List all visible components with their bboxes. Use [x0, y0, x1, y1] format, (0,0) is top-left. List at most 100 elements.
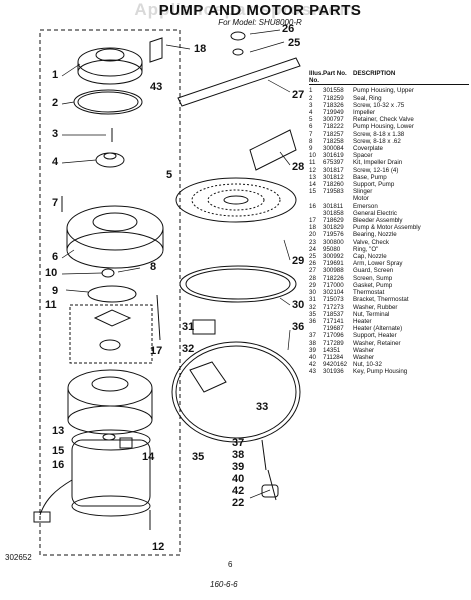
column-description: DESCRIPTION [353, 70, 396, 77]
row-part-no: 300797 [323, 116, 344, 124]
row-description: Base, Pump [353, 173, 387, 181]
row-description: Bleeder Assembly [353, 217, 403, 225]
row-part-no: 718629 [323, 217, 344, 225]
lower-spray-arm [177, 57, 301, 107]
row-illus-no: 10 [309, 152, 316, 160]
callout-31: 31 [182, 321, 195, 333]
callout-13: 13 [52, 425, 65, 437]
row-illus-no: 35 [309, 310, 316, 318]
row-illus-no: 13 [309, 173, 316, 181]
row-description: Valve, Check [353, 238, 389, 246]
row-part-no: 301858 [323, 209, 344, 217]
row-part-no: 718260 [323, 181, 344, 189]
row-description: Bearing, Nozzle [353, 231, 397, 239]
row-part-no: 301558 [323, 87, 344, 95]
impeller-drain-kit [69, 304, 153, 364]
row-description: Support, Pump [353, 181, 395, 189]
row-part-no: 711284 [323, 353, 344, 361]
callout-25: 25 [288, 37, 301, 49]
page-subtitle: For Model: SHU8000-R [218, 18, 302, 27]
row-part-no: 719687 [323, 325, 344, 333]
row-description: Motor [353, 195, 369, 203]
callout-35: 35 [192, 451, 205, 463]
row-illus-no: 36 [309, 317, 316, 325]
row-part-no: 301936 [323, 368, 344, 376]
row-illus-no: 43 [309, 368, 316, 376]
row-illus-no: 30 [309, 289, 316, 297]
spacer [101, 268, 115, 278]
callout-40: 40 [232, 473, 245, 485]
callout-30: 30 [292, 299, 305, 311]
callout-10: 10 [45, 267, 58, 279]
column-illus-no: Illus. No. [309, 70, 324, 85]
row-part-no: 300992 [323, 253, 344, 261]
row-part-no: 719691 [323, 260, 344, 268]
callout-22: 22 [232, 497, 245, 509]
row-illus-no: 4 [309, 109, 313, 117]
callout-32: 32 [182, 343, 195, 355]
row-part-no: 675397 [323, 159, 344, 167]
row-illus-no: 17 [309, 217, 316, 225]
callout-16: 16 [52, 459, 65, 471]
row-part-no: 717141 [323, 317, 344, 325]
row-part-no: 718222 [323, 123, 344, 131]
slinger [102, 433, 116, 441]
row-illus-no: 29 [309, 281, 316, 289]
thermostat [189, 361, 227, 393]
row-description: Coverplate [353, 145, 383, 153]
row-description: Nut, 10-32 [353, 361, 382, 369]
row-part-no: 718258 [323, 137, 344, 145]
row-part-no: 717273 [323, 303, 344, 311]
row-part-no: 717289 [323, 339, 344, 347]
callout-4: 4 [52, 156, 59, 168]
row-description: Screw, 10-32 x .75 [353, 101, 405, 109]
callout-6: 6 [52, 251, 59, 263]
row-illus-no: 23 [309, 238, 316, 246]
callout-39: 39 [232, 461, 245, 473]
callout-27: 27 [292, 89, 305, 101]
footer-print-code: 160-6-6 [210, 580, 238, 589]
callout-12: 12 [152, 541, 165, 553]
nozzle-ring [232, 48, 244, 56]
callout-37: 37 [232, 437, 245, 449]
row-illus-no [309, 210, 323, 217]
table-row: 14 718260 Support, Pump [309, 181, 469, 188]
table-row: Motor [309, 195, 469, 202]
terminal-nut [261, 484, 279, 498]
row-illus-no: 28 [309, 274, 316, 282]
callout-2: 2 [52, 97, 59, 109]
row-illus-no: 9 [309, 145, 313, 153]
assembly-boundary [39, 29, 181, 556]
callout-9: 9 [52, 285, 59, 297]
row-part-no: 300988 [323, 267, 344, 275]
callout-43: 43 [150, 81, 163, 93]
impeller [95, 152, 125, 168]
column-part-no: Part No. [323, 70, 347, 77]
row-illus-no: 2 [309, 94, 313, 102]
row-illus-no: 14 [309, 181, 316, 189]
row-description: Screw, 12-16 (4) [353, 166, 399, 174]
row-illus-no: 7 [309, 130, 313, 138]
row-description: Key, Pump Housing [353, 368, 408, 376]
row-part-no: 718326 [323, 101, 344, 109]
row-description: Kit, Impeller Drain [353, 159, 403, 167]
row-description: Retainer, Check Valve [353, 116, 414, 124]
row-part-no: 301817 [323, 166, 344, 174]
